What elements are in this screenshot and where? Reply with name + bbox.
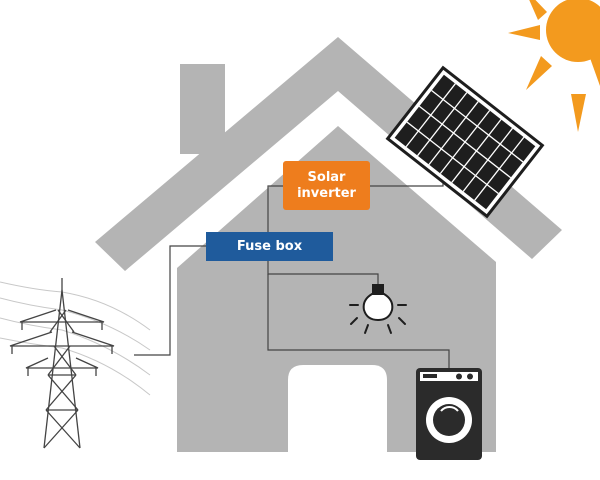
grid-wire xyxy=(134,245,206,356)
fuse-box-label: Fuse box xyxy=(236,239,303,254)
light-bulb-icon xyxy=(349,284,407,334)
house-door xyxy=(288,365,387,452)
power-lines xyxy=(0,281,151,396)
washing-machine-icon xyxy=(416,368,482,460)
wiring xyxy=(134,150,450,368)
fuse-to-light-wire xyxy=(267,261,379,285)
solar-inverter-label-line2: inverter xyxy=(297,186,356,201)
power-pylon-icon xyxy=(9,278,115,449)
inverter-to-fuse-wire xyxy=(267,185,283,232)
solar-inverter-box: Solar inverter xyxy=(283,161,370,210)
house-body xyxy=(177,126,496,452)
sun-icon xyxy=(508,0,600,132)
fuse-to-washer-wire xyxy=(267,274,450,368)
solar-inverter-label-line1: Solar xyxy=(307,170,346,185)
fuse-box: Fuse box xyxy=(206,232,333,261)
solar-panel-icon xyxy=(385,65,545,219)
